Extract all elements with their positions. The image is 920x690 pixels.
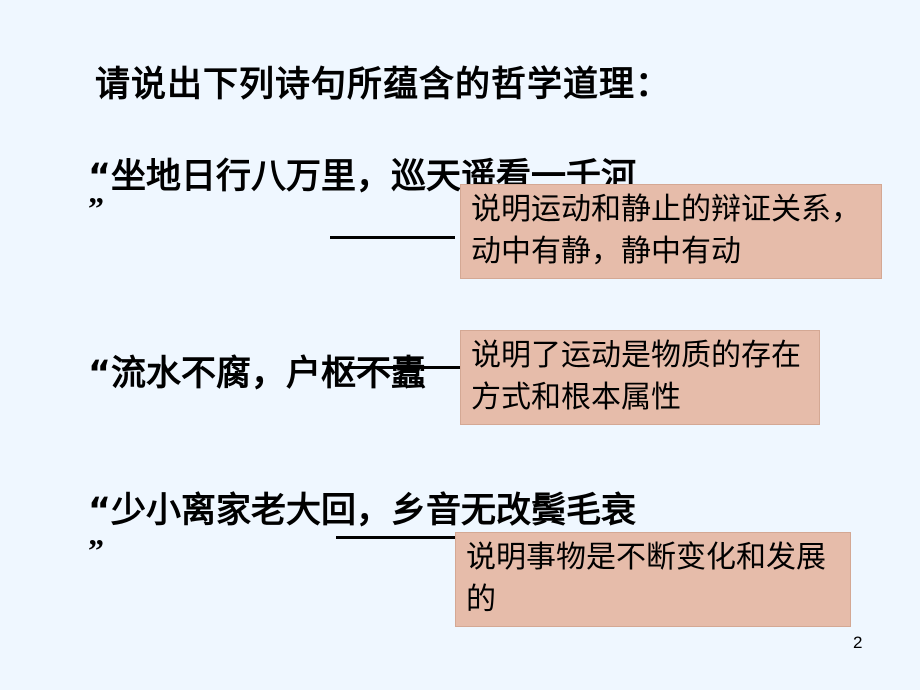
poem-text: 流水不腐，户枢不蠹	[111, 354, 427, 394]
poem-2: “流水不腐，户枢不蠹	[88, 345, 426, 396]
answer-blank	[345, 366, 460, 369]
answer-box-2: 说明了运动是物质的存在方式和根本属性	[460, 330, 820, 425]
answer-box-1: 说明运动和静止的辩证关系，动中有静，静中有动	[460, 184, 882, 279]
close-quote: ”	[88, 190, 104, 226]
page-number: 2	[853, 633, 863, 652]
open-quote: “	[88, 157, 112, 197]
poem-text: 少小离家老大回，乡音无改鬓毛衰	[111, 491, 637, 531]
open-quote: “	[88, 491, 112, 531]
poem-3: “少小离家老大回，乡音无改鬓毛衰	[88, 482, 636, 533]
answer-blank	[336, 536, 456, 539]
open-quote: “	[88, 354, 112, 394]
answer-box-3: 说明事物是不断变化和发展的	[455, 532, 851, 627]
slide-title: 请说出下列诗句所蕴含的哲学道理：	[95, 65, 672, 105]
close-quote: ”	[88, 532, 104, 568]
answer-blank	[330, 236, 455, 239]
